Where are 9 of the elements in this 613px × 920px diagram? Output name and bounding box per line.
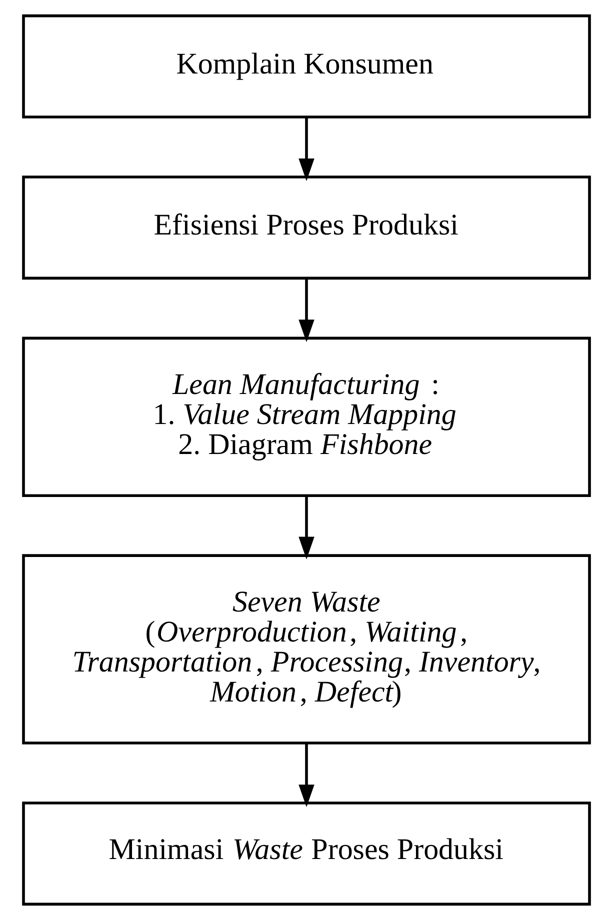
node-box: Minimasi Waste Proses Produksi	[22, 802, 591, 906]
node-box: Lean Manufacturing : 1. Value Stream Mapping 2. Diagram Fishbone	[22, 336, 591, 498]
node-box: Efisiensi Proses Produksi	[22, 176, 591, 280]
arrow	[298, 743, 314, 808]
arrow	[298, 278, 314, 342]
arrow	[298, 496, 314, 560]
arrow	[298, 117, 314, 182]
node-box: Seven Waste (Overproduction, Waiting, Transportation, Processing, Inventory, Motion, Defect)	[22, 554, 591, 744]
node-box: Komplain Konsumen	[22, 14, 591, 118]
